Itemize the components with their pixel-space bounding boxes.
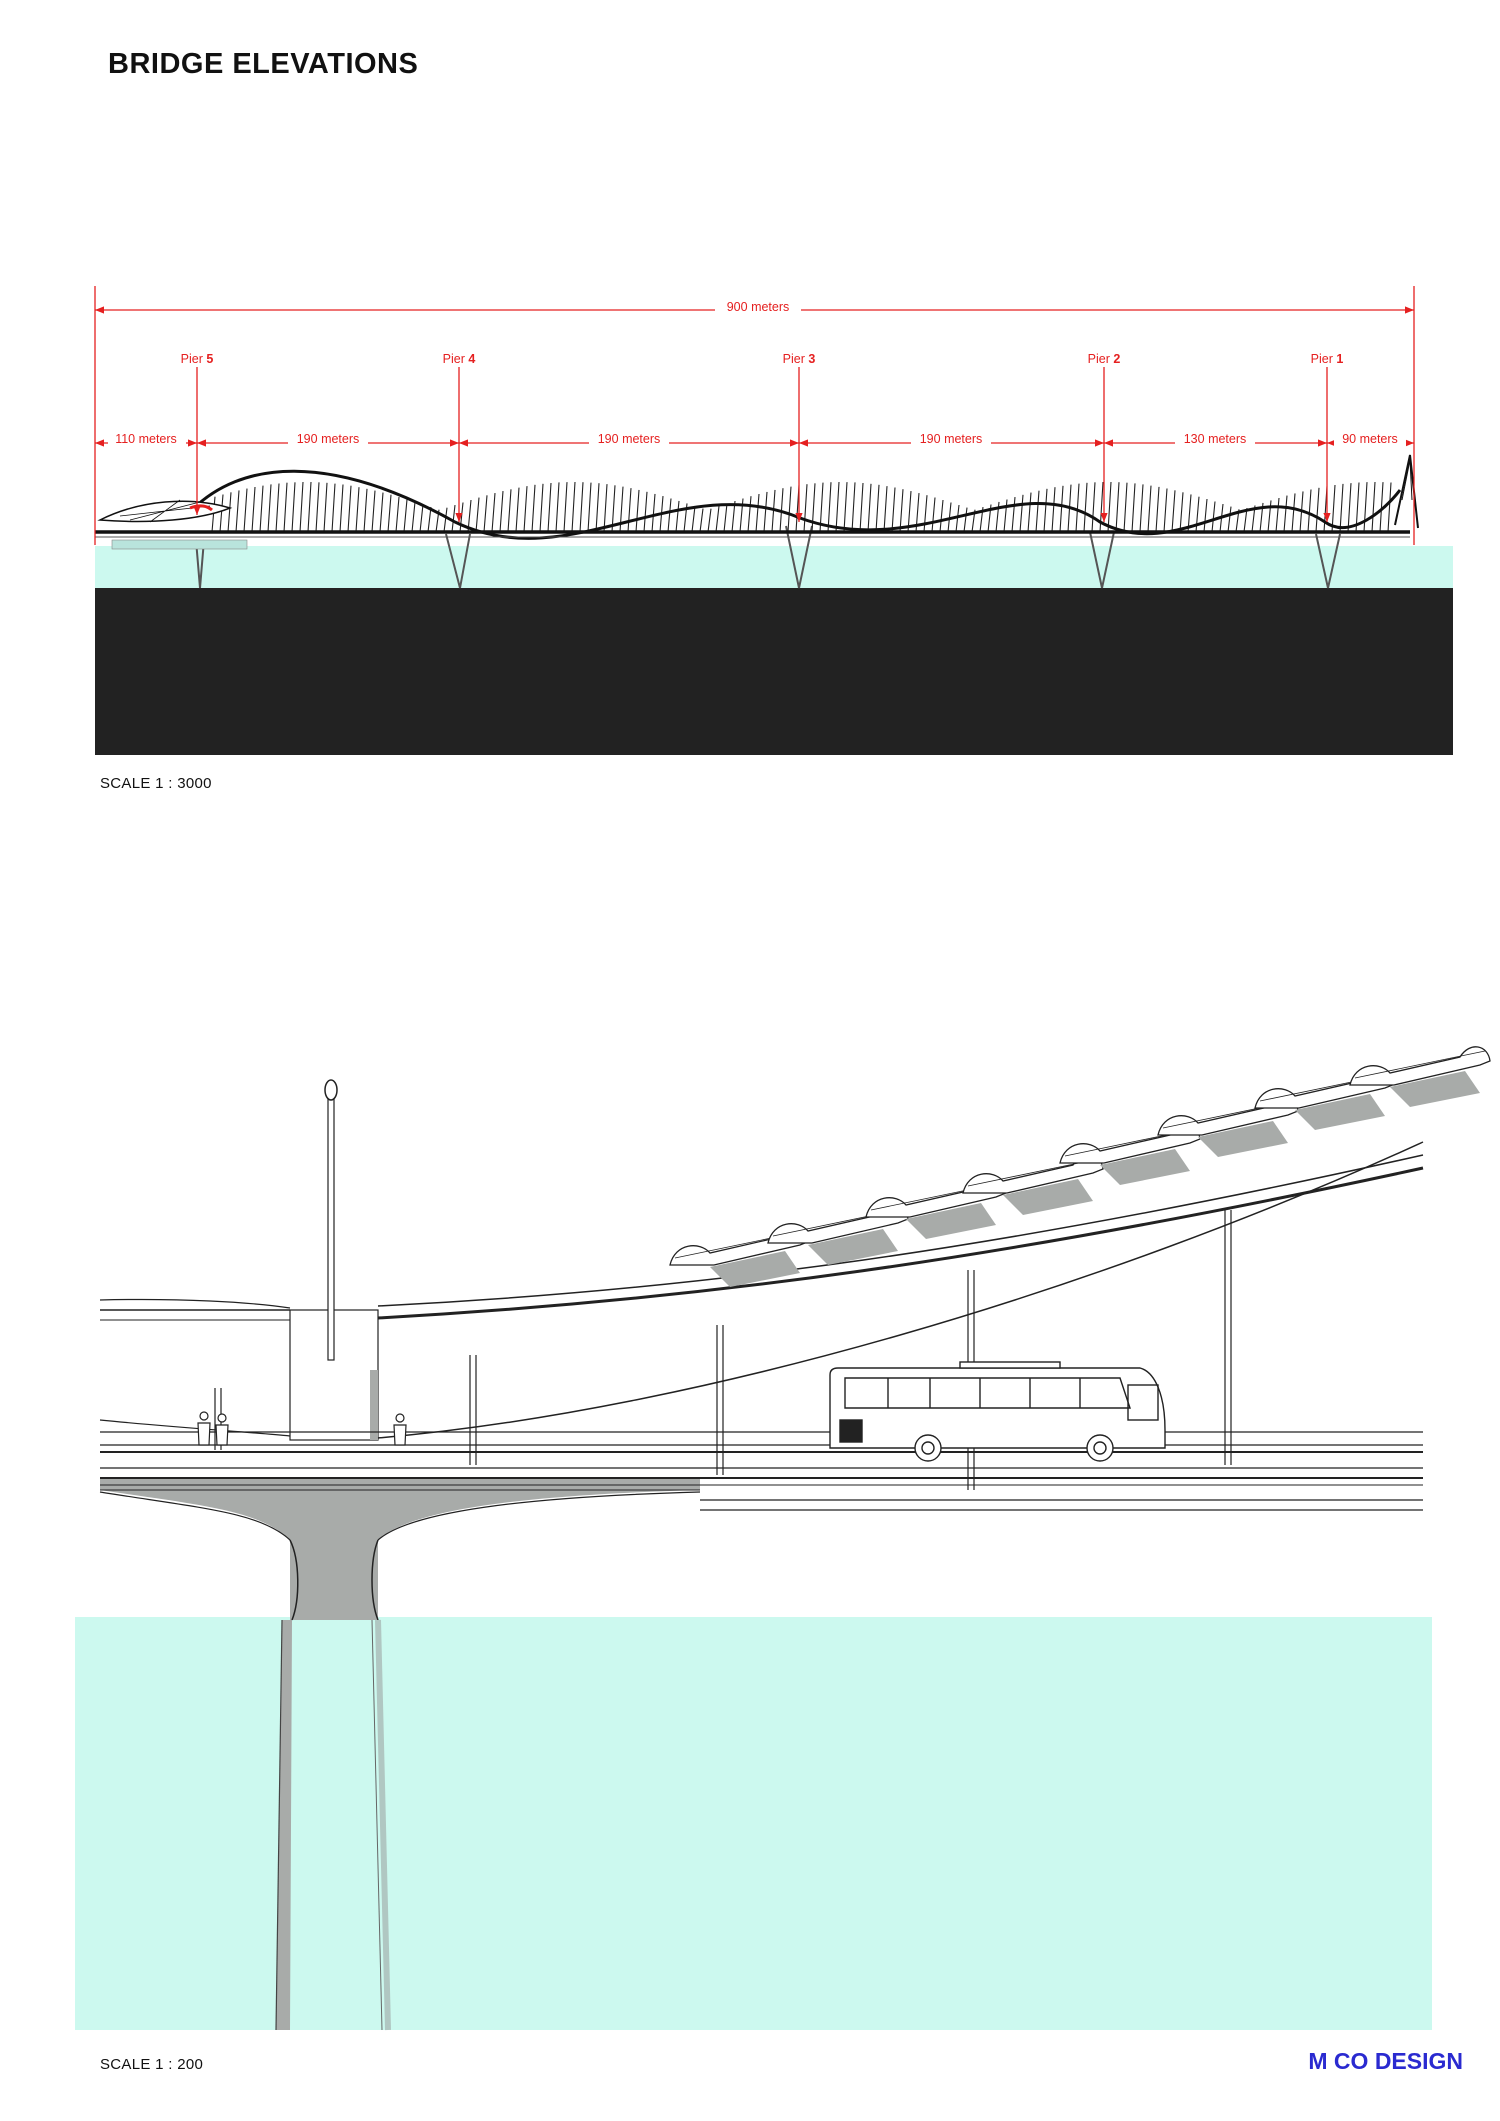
upper-arch — [99, 1141, 1424, 1439]
bridge-deck-top — [95, 454, 1419, 550]
span-label-3: 190 meters — [598, 432, 661, 446]
span-label-1: 110 meters — [115, 432, 177, 446]
span-label-2: 190 meters — [297, 432, 360, 446]
canopy-row — [669, 1046, 1491, 1287]
water-band-top — [95, 546, 1453, 588]
scale-label-top: SCALE 1 : 3000 — [100, 775, 212, 792]
pier-label-4: Pier 4 — [443, 352, 476, 366]
deck-posts — [214, 1210, 1232, 1490]
ground-block — [95, 588, 1453, 755]
pier-legs — [195, 525, 1341, 589]
page-title: BRIDGE ELEVATIONS — [108, 48, 419, 80]
overall-elevation: 900 meters Pier 5 Pier 4 Pier 3 Pier 2 P… — [94, 286, 1453, 755]
pier-label-3: Pier 3 — [783, 352, 816, 366]
pier-label-5: Pier 5 — [181, 352, 214, 366]
pier-label-1: Pier 1 — [1311, 352, 1344, 366]
brand-logo-text: M CO DESIGN — [1308, 2048, 1463, 2074]
overall-span-label: 900 meters — [727, 300, 790, 314]
dimension-labels: 900 meters Pier 5 Pier 4 Pier 3 Pier 2 P… — [108, 298, 1406, 447]
bus — [829, 1361, 1166, 1462]
pier-label-2: Pier 2 — [1088, 352, 1121, 366]
span-label-5: 130 meters — [1184, 432, 1247, 446]
lamp-post — [324, 1079, 338, 1361]
span-label-4: 190 meters — [920, 432, 983, 446]
span-label-6: 90 meters — [1342, 432, 1398, 446]
pier-column — [99, 1309, 701, 2031]
water-band-detail — [75, 1617, 1432, 2030]
road-deck — [100, 1431, 1423, 1511]
pedestrians — [197, 1411, 407, 1446]
scale-label-bottom: SCALE 1 : 200 — [100, 2056, 204, 2073]
